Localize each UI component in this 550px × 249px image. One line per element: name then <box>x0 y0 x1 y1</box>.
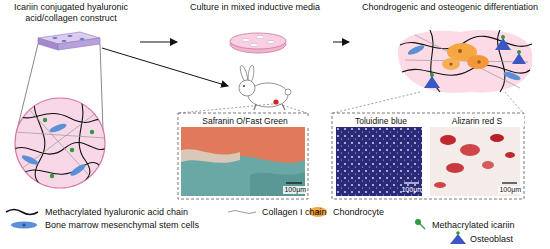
slab-side <box>38 38 58 50</box>
zoom-line <box>100 44 103 130</box>
construct-disc <box>267 40 275 43</box>
legend-sample <box>456 231 460 235</box>
collagen-chain <box>25 105 95 182</box>
mineral-deposit <box>460 144 480 156</box>
legend-sample <box>6 210 38 215</box>
zoom-line <box>333 92 420 113</box>
rabbit-tail <box>285 89 291 95</box>
zoom-line <box>179 104 273 113</box>
icariin-dot <box>90 130 94 134</box>
construct-disc <box>242 38 250 41</box>
stem-cell <box>69 162 87 177</box>
legend-label: Methacrylated icariin <box>432 220 515 230</box>
mineral-deposit <box>482 161 494 169</box>
culture-panel: Culture in mixed inductive media <box>178 2 332 54</box>
slab-front <box>58 38 100 50</box>
panel-label: Alizarin red S <box>430 116 524 127</box>
histology-image: Toluidine blue 100μm <box>336 116 426 196</box>
scale-bar-label: 100μm <box>400 186 424 194</box>
icariin-dot <box>517 50 521 54</box>
heading: Chondrogenic and osteogenic differentiat… <box>350 2 550 13</box>
panel-label: Toluidine blue <box>336 116 426 127</box>
stem-cell <box>49 122 68 134</box>
osteoblast <box>512 53 526 64</box>
stem-cell <box>503 70 522 82</box>
legend-label: Methacrylated hyaluronic acid chain <box>45 207 188 217</box>
construct-disc <box>256 35 264 38</box>
ha-chain <box>20 163 110 175</box>
safranin-red <box>181 127 305 163</box>
chondrocyte <box>442 58 460 70</box>
ha-chain <box>79 98 90 195</box>
dashed-frame <box>178 113 308 199</box>
defect-site <box>273 99 278 104</box>
stem-cell <box>407 43 426 56</box>
legend-sample <box>22 223 25 226</box>
differentiation-panel: Chondrogenic and osteogenic differentiat… <box>350 2 550 95</box>
collagen-chain <box>20 110 100 170</box>
scale-bar <box>502 182 517 183</box>
mineral-deposit <box>434 182 446 188</box>
legend-sample <box>228 211 256 214</box>
osteoblast <box>424 76 440 88</box>
osteoblast <box>495 38 511 50</box>
scale-bar <box>286 182 302 183</box>
icariin-dot <box>43 118 47 122</box>
panel-label: Safranin O/Fast Green <box>181 116 309 127</box>
mineral-deposit <box>505 152 515 158</box>
mineral-deposit <box>490 134 504 142</box>
histology-image: Alizarin red S 100μm <box>430 116 524 196</box>
scale-bar-label: 100μm <box>283 186 307 194</box>
legend-label: Osteoblast <box>470 234 513 244</box>
nucleus <box>458 49 462 53</box>
heading: Culture in mixed inductive media <box>178 2 332 13</box>
legend-sample <box>11 222 37 229</box>
safranin-tissue <box>181 149 240 163</box>
construct-panel: Icariin conjugated hyaluronic acid/colla… <box>3 2 139 52</box>
arrow <box>102 48 228 86</box>
ha-chain <box>15 113 108 125</box>
scale-bar <box>404 182 419 183</box>
cell-dot <box>53 37 58 39</box>
icariin-dot <box>430 73 434 77</box>
legend-label: Collagen I chain <box>262 207 327 217</box>
mineral-deposit <box>440 135 456 145</box>
flow-arrow <box>333 42 349 43</box>
heading: Icariin conjugated hyaluronic acid/colla… <box>3 2 139 23</box>
legend-label: Chondrocyte <box>333 207 384 217</box>
nucleus <box>477 60 481 64</box>
rabbit-eye <box>243 85 245 87</box>
rabbit-leg <box>254 104 285 110</box>
rabbit-head <box>239 80 255 96</box>
cell-dot <box>80 38 85 40</box>
network <box>12 98 110 195</box>
ha-chain <box>34 98 45 195</box>
histology-image: Safranin O/Fast Green 100μm <box>181 116 309 196</box>
icariin-dot <box>501 35 505 39</box>
scale-bar-label: 100μm <box>498 186 522 194</box>
flow-arrow <box>140 42 177 43</box>
mineral-deposit <box>446 163 464 173</box>
icariin-dot <box>50 174 54 178</box>
legend-label: Bone marrow mesenchymal stem cells <box>45 220 199 230</box>
collagen-chain <box>415 35 520 88</box>
toluidine-texture <box>336 127 422 196</box>
toluidine-image <box>336 127 422 196</box>
legend-sample <box>450 234 466 244</box>
construct-disc <box>250 43 258 46</box>
nucleus <box>449 62 452 65</box>
stem-cell <box>21 153 40 166</box>
matrix-blob <box>398 30 533 93</box>
legend-sample <box>415 219 421 225</box>
cell-dot <box>68 35 73 37</box>
petri-dish <box>230 33 286 49</box>
zoom-line <box>505 92 523 113</box>
icariin-dot <box>70 148 74 152</box>
zoom-line <box>279 104 307 113</box>
chondrocyte <box>467 55 489 69</box>
cell-dot <box>62 40 67 42</box>
dashed-frame <box>332 113 524 199</box>
